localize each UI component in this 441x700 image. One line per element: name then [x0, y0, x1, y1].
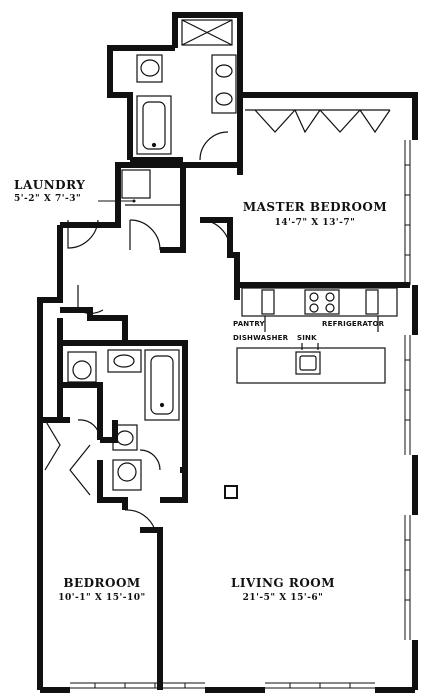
- living-room-size: 21'-5" X 15'-6": [242, 593, 324, 603]
- laundry-label: LAUNDRY: [14, 178, 86, 192]
- window-ticks: [94, 164, 410, 688]
- windows: [70, 140, 411, 689]
- bedroom-size: 10'-1" X 15'-10": [58, 593, 146, 603]
- master-bedroom-size: 14'-7" X 13'-7": [274, 218, 356, 228]
- bedroom-label: BEDROOM: [63, 576, 141, 590]
- bath-fixtures: [67, 349, 180, 491]
- kitchen-counters: [236, 287, 398, 384]
- doors: [44, 219, 231, 531]
- column: [224, 485, 238, 499]
- laundry-size: 5'-2" X 7'-3": [14, 194, 82, 204]
- pantry-label: PANTRY: [233, 320, 265, 328]
- sink-label: SINK: [297, 334, 317, 342]
- dishwasher-label: DISHWASHER: [233, 334, 289, 342]
- living-room-label: LIVING ROOM: [230, 576, 336, 590]
- refrigerator-label: REFRIGERATOR: [322, 320, 385, 328]
- laundry-fixtures: [121, 169, 180, 251]
- master-bedroom-label: MASTER BEDROOM: [242, 200, 388, 214]
- master-closets: [245, 109, 391, 134]
- shaft: [181, 19, 233, 46]
- master-bath-fixtures: [136, 54, 237, 161]
- laundry-leader-line: [98, 199, 136, 203]
- exterior-walls: [37, 12, 418, 693]
